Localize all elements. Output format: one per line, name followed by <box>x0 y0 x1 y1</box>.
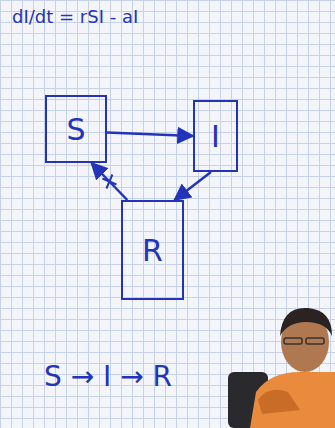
glasses <box>284 338 302 344</box>
state-box: S <box>45 95 107 163</box>
cross-mark <box>102 175 116 189</box>
flow-arrow <box>107 132 193 136</box>
state-letter: I <box>211 119 220 154</box>
equation: dI/dt = rSI - aI <box>12 6 138 27</box>
state-box: I <box>193 100 238 172</box>
state-box: R <box>121 200 184 300</box>
state-letter: R <box>142 233 163 268</box>
flow-text: S → I → R <box>44 360 172 393</box>
glasses <box>306 338 324 344</box>
flow-arrow <box>175 172 211 200</box>
arm <box>258 390 300 414</box>
orange-shirt <box>250 372 335 428</box>
state-letter: S <box>66 112 85 147</box>
flow-arrow <box>92 163 128 200</box>
hair <box>280 308 332 336</box>
